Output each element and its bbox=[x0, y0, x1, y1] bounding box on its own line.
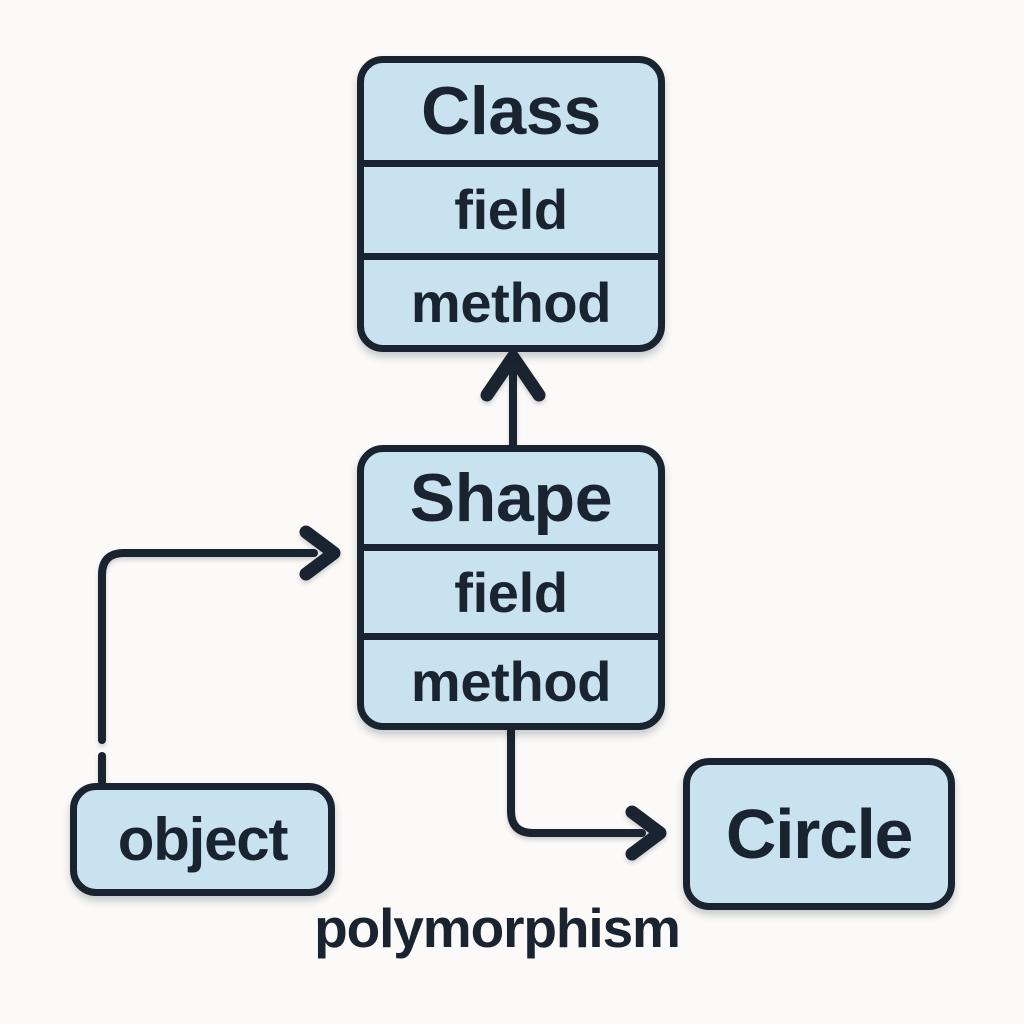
node-circle: Circle bbox=[683, 758, 955, 910]
right-arrowhead-icon bbox=[299, 525, 341, 581]
caption-polymorphism: polymorphism bbox=[314, 897, 681, 959]
node-object: object bbox=[70, 783, 335, 896]
shape-method-row: method bbox=[364, 633, 658, 723]
object-to-shape-arrow bbox=[98, 525, 341, 786]
up-arrowhead-icon bbox=[480, 350, 546, 402]
object-label: object bbox=[117, 806, 289, 873]
shape-field-row: field bbox=[364, 543, 658, 633]
circle-label: Circle bbox=[725, 795, 914, 873]
right-arrowhead-icon bbox=[625, 805, 667, 861]
shape-to-class-arrow bbox=[480, 350, 546, 449]
class-title: Class bbox=[421, 73, 601, 150]
shape-to-circle-line bbox=[507, 724, 646, 837]
shape-title: Shape bbox=[409, 459, 613, 536]
class-method-row: method bbox=[364, 252, 658, 345]
node-shape: Shape field method bbox=[357, 445, 665, 730]
object-to-shape-line-upper bbox=[98, 549, 318, 744]
node-class: Class field method bbox=[357, 56, 665, 352]
class-field-row: field bbox=[364, 159, 658, 253]
shape-to-circle-arrow bbox=[507, 724, 667, 861]
